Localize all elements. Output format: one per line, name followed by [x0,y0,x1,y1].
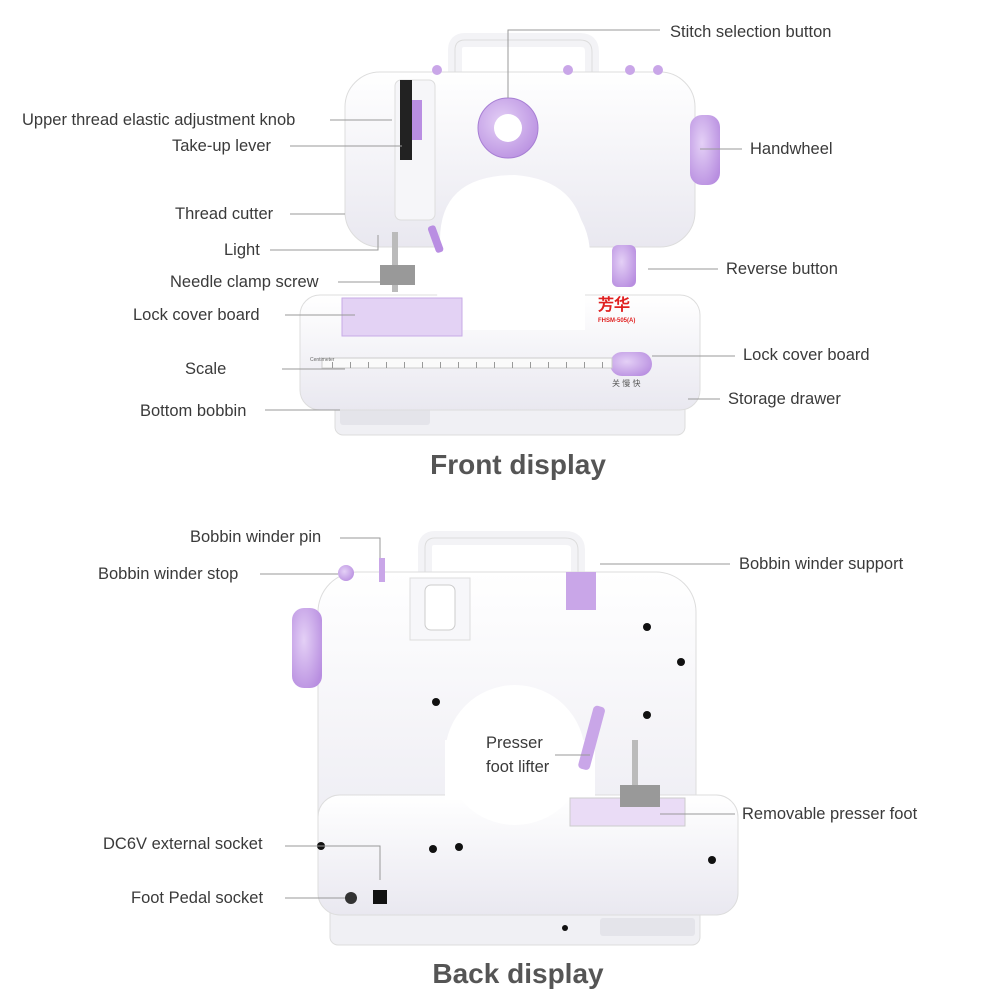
label-reverse: Reverse button [726,260,838,278]
back-title: Back display [432,958,604,989]
label-stitch-selection: Stitch selection button [670,23,832,41]
scale-label: Centimeter [310,357,335,363]
label-handwheel: Handwheel [750,140,833,158]
label-upper-thread: Upper thread elastic adjustment knob [22,111,296,129]
label-needle-clamp: Needle clamp screw [170,273,319,291]
model-label: FHSM-505(A) [598,318,635,324]
back-machine [292,531,739,946]
label-winder-support: Bobbin winder support [739,555,904,573]
label-winder-pin: Bobbin winder pin [190,528,322,546]
front-machine: Centimeter 芳华 FHSM-505(A) 关 慢 快 [299,33,720,436]
label-dc-socket: DC6V external socket [103,835,263,853]
label-presser-lifter-1: Presser [486,734,543,752]
speed-labels: 关 慢 快 [612,378,640,388]
label-pedal-socket: Foot Pedal socket [131,889,264,907]
label-presser-lifter-2: foot lifter [486,758,550,776]
label-winder-stop: Bobbin winder stop [98,565,239,583]
label-thread-cutter: Thread cutter [175,205,274,223]
label-lock-cover-right: Lock cover board [743,346,870,364]
label-lock-cover-left: Lock cover board [133,306,260,324]
label-scale: Scale [185,360,227,378]
label-presser-foot: Removable presser foot [742,805,918,823]
front-title: Front display [430,449,606,480]
label-storage: Storage drawer [728,390,841,408]
label-take-up: Take-up lever [172,137,272,155]
leader-lines [260,29,742,899]
brand-logo: 芳华 [598,295,630,314]
label-bottom-bobbin: Bottom bobbin [140,402,247,420]
label-light: Light [224,241,260,259]
